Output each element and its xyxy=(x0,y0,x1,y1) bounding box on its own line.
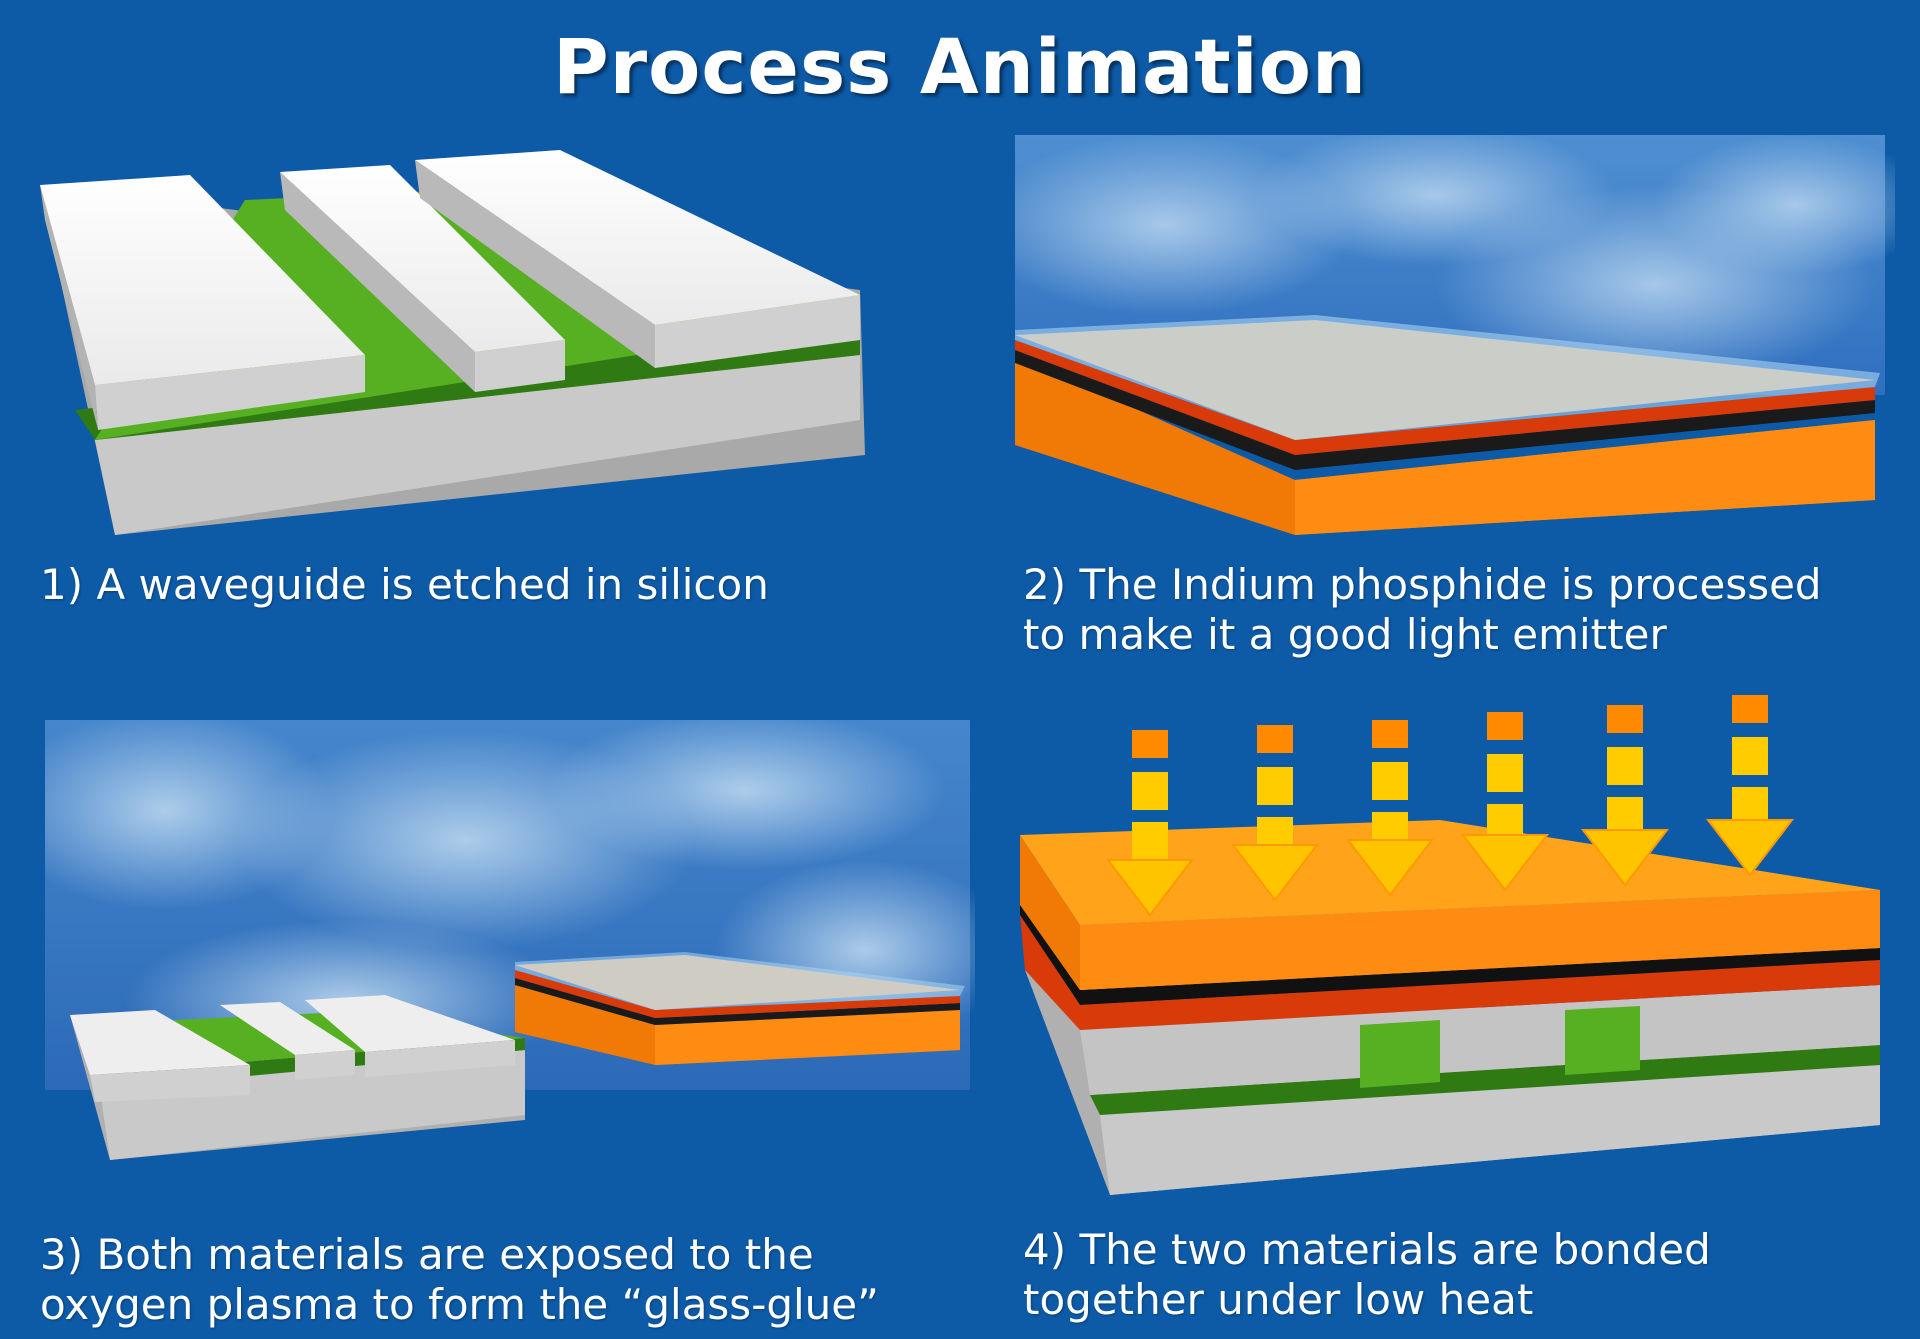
heat-arrow xyxy=(1230,725,1320,902)
step-2-caption: 2) The Indium phosphide is processed to … xyxy=(1023,560,1822,660)
heat-arrow xyxy=(1345,720,1435,897)
heat-arrow xyxy=(1105,730,1195,917)
indium-phosphide-illustration xyxy=(1015,135,1895,535)
step-3-panel: 3) Both materials are exposed to the oxy… xyxy=(40,720,975,1329)
caption-line: 4) The two materials are bonded xyxy=(1023,1225,1711,1274)
step-4-panel: 4) The two materials are bonded together… xyxy=(1020,690,1900,1324)
heat-arrow xyxy=(1705,695,1795,877)
heat-arrows xyxy=(1105,695,1795,917)
oxygen-plasma-illustration xyxy=(45,720,975,1160)
page-title: Process Animation xyxy=(552,22,1368,111)
step-2-panel: 2) The Indium phosphide is processed to … xyxy=(1015,135,1895,659)
silicon-waveguide-illustration xyxy=(40,150,865,535)
heat-arrow xyxy=(1580,705,1670,887)
caption-line: to make it a good light emitter xyxy=(1023,610,1667,659)
caption-line: oxygen plasma to form the “glass-glue” xyxy=(40,1280,879,1329)
caption-line: 2) The Indium phosphide is processed xyxy=(1023,560,1822,609)
step-4-caption: 4) The two materials are bonded together… xyxy=(1023,1225,1711,1325)
caption-line: together under low heat xyxy=(1023,1275,1534,1324)
step-3-caption: 3) Both materials are exposed to the oxy… xyxy=(40,1230,879,1330)
heat-arrow xyxy=(1460,712,1550,892)
step-1-panel: 1) A waveguide is etched in silicon xyxy=(0,130,900,609)
step-1-caption: 1) A waveguide is etched in silicon xyxy=(40,560,769,610)
caption-line: 1) A waveguide is etched in silicon xyxy=(40,560,769,609)
caption-line: 3) Both materials are exposed to the xyxy=(40,1230,814,1279)
